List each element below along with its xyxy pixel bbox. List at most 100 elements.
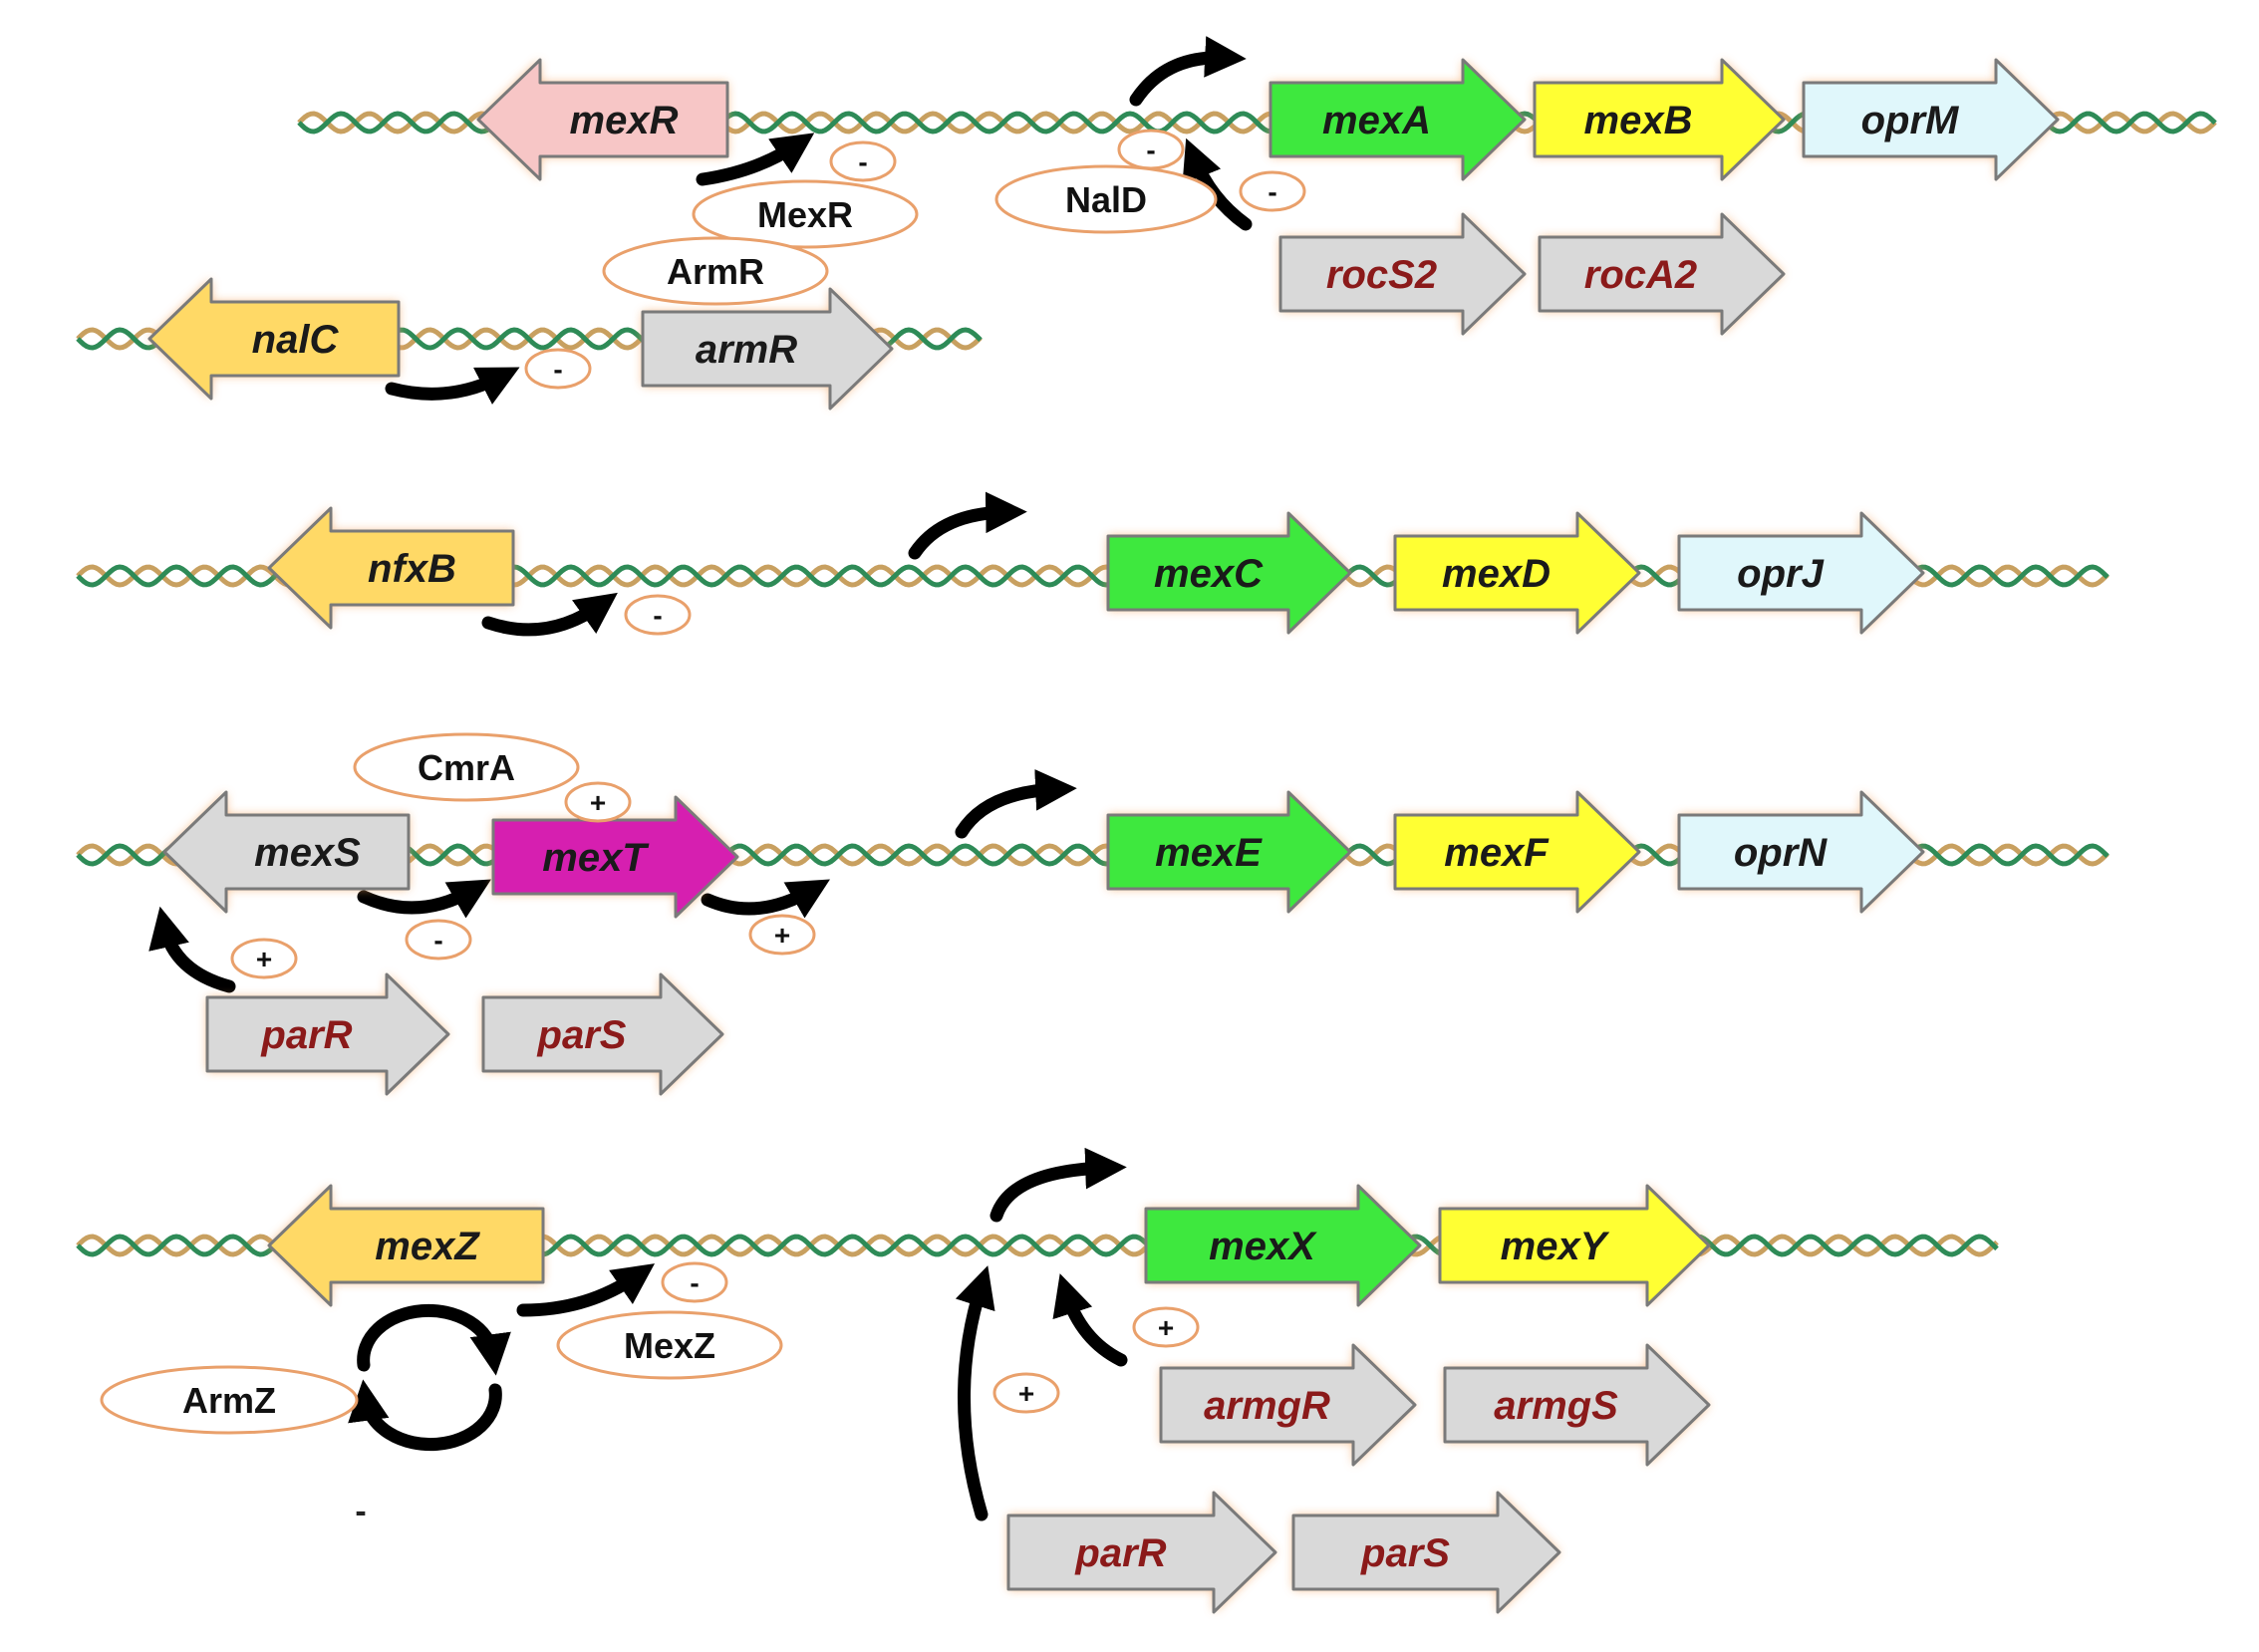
gene-oprj-label: oprJ xyxy=(1737,552,1824,596)
sign-minus-4: - xyxy=(524,348,592,390)
svg-text:+: + xyxy=(256,944,272,974)
gene-mexs: mexS xyxy=(162,790,411,914)
gene-armr-label: armR xyxy=(696,328,797,372)
sign-plus-8: + xyxy=(748,914,816,956)
cycle-arrow-bottom xyxy=(348,1379,502,1452)
protein-armr-label: ArmR xyxy=(667,251,764,292)
promoter-arrow-mexX xyxy=(989,1147,1127,1223)
sign-plus-9: + xyxy=(230,938,298,979)
protein-mexz: MexZ xyxy=(556,1310,783,1380)
gene-oprn: oprN xyxy=(1677,790,1925,914)
gene-pars2-label: parS xyxy=(1360,1531,1450,1575)
svg-text:-: - xyxy=(553,354,562,385)
svg-text:-: - xyxy=(433,925,442,956)
gene-pars1-label: parS xyxy=(537,1013,627,1057)
sign-minus-2: - xyxy=(1117,129,1185,170)
svg-text:+: + xyxy=(1018,1378,1034,1409)
protein-nald-label: NalD xyxy=(1065,179,1147,220)
gene-armgr-label: armgR xyxy=(1204,1384,1330,1428)
gene-mexd-label: mexD xyxy=(1442,552,1551,596)
gene-mexf-label: mexF xyxy=(1444,831,1550,875)
protein-mexr-label: MexR xyxy=(757,194,853,235)
regulation-signs: - - - - - + - + + - + + xyxy=(230,129,1306,1414)
gene-oprm: oprM xyxy=(1802,58,2060,181)
gene-mexe-label: mexE xyxy=(1155,831,1263,875)
gene-nalc: nalC xyxy=(147,277,401,401)
svg-text:+: + xyxy=(774,920,790,951)
gene-armgs-label: armgS xyxy=(1494,1384,1618,1428)
sign-minus-10: - xyxy=(661,1261,728,1303)
gene-nfxb: nfxB xyxy=(267,506,515,630)
gene-roca2-label: rocA2 xyxy=(1584,253,1697,297)
gene-armgr: armgR xyxy=(1159,1343,1417,1467)
sign-minus-1: - xyxy=(829,140,897,182)
gene-mexb-label: mexB xyxy=(1584,99,1693,142)
sign-plus-11: + xyxy=(1132,1306,1200,1348)
protein-armz: ArmZ xyxy=(100,1365,359,1435)
repression-arrow-mexZ xyxy=(516,1263,656,1317)
promoter-arrow-mexA xyxy=(1129,36,1247,107)
repression-arrow-mexS xyxy=(357,879,491,919)
gene-pars1: parS xyxy=(481,972,724,1096)
repression-arrow-nfxB xyxy=(481,592,618,637)
activation-arrow-armgR xyxy=(1052,1273,1128,1367)
gene-mexb: mexB xyxy=(1533,58,1786,181)
gene-mexr: mexR xyxy=(476,58,729,181)
gene-mexx: mexX xyxy=(1144,1184,1422,1307)
stray-dash-mark: - xyxy=(355,1493,366,1530)
gene-mexy-label: mexY xyxy=(1501,1225,1610,1268)
gene-mext-label: mexT xyxy=(542,836,650,880)
gene-parr2: parR xyxy=(1006,1491,1277,1614)
gene-mexc-label: mexC xyxy=(1154,552,1264,596)
gene-mexr-label: mexR xyxy=(570,99,679,142)
gene-mexe: mexE xyxy=(1106,790,1352,914)
activation-arrow-parR2 xyxy=(955,1265,995,1521)
svg-text:-: - xyxy=(858,146,867,177)
protein-mexr: MexR xyxy=(692,179,919,249)
svg-text:-: - xyxy=(690,1267,699,1298)
svg-text:-: - xyxy=(1146,135,1155,165)
svg-text:+: + xyxy=(590,787,606,818)
gene-mexa: mexA xyxy=(1269,58,1527,181)
gene-mexz-label: mexZ xyxy=(375,1225,480,1268)
activation-arrow-mexT xyxy=(701,879,830,919)
gene-mexd: mexD xyxy=(1393,511,1641,635)
protein-cmra: CmrA xyxy=(353,732,580,802)
protein-mexz-label: MexZ xyxy=(624,1325,715,1366)
gene-mexx-label: mexX xyxy=(1209,1225,1317,1268)
gene-parr1-label: parR xyxy=(260,1013,352,1057)
protein-nald: NalD xyxy=(994,164,1218,234)
repression-arrow-mexR xyxy=(696,133,815,186)
gene-armr: armR xyxy=(641,287,894,411)
gene-nalc-label: nalC xyxy=(252,318,340,362)
sign-minus-3: - xyxy=(1239,170,1306,212)
gene-rocs2-label: rocS2 xyxy=(1326,253,1437,297)
gene-oprm-label: oprM xyxy=(1861,99,1960,142)
gene-mexf: mexF xyxy=(1393,790,1641,914)
protein-armr: ArmR xyxy=(602,236,829,306)
protein-labels: MexR NalD ArmR CmrA MexZ ArmZ xyxy=(100,164,1218,1435)
svg-text:-: - xyxy=(1268,176,1276,207)
activation-arrow-parR1 xyxy=(148,906,236,993)
gene-armgs: armgS xyxy=(1443,1343,1711,1467)
sign-minus-7: - xyxy=(405,919,472,961)
gene-arrows: mexR mexA mexB oprM rocS2 rocA2 nalC armR nfxB me… xyxy=(147,58,2060,1614)
gene-mexc: mexC xyxy=(1106,511,1352,635)
svg-text:-: - xyxy=(653,600,662,631)
promoter-arrow-mexC xyxy=(908,491,1027,560)
gene-mexa-label: mexA xyxy=(1322,99,1431,142)
gene-nfxb-label: nfxB xyxy=(368,547,456,591)
repression-arrow-nalC xyxy=(385,367,520,405)
gene-parr2-label: parR xyxy=(1074,1531,1166,1575)
protein-armz-label: ArmZ xyxy=(182,1380,276,1421)
promoter-arrow-mexE xyxy=(955,769,1077,839)
gene-mexy: mexY xyxy=(1438,1184,1711,1307)
protein-cmra-label: CmrA xyxy=(418,747,515,788)
gene-pars2: parS xyxy=(1291,1491,1561,1614)
sign-plus-12: + xyxy=(992,1372,1060,1414)
cycle-arrow-top xyxy=(357,1303,511,1376)
gene-mexs-label: mexS xyxy=(254,831,361,875)
regulatory-arrows xyxy=(148,36,1253,1521)
gene-parr1: parR xyxy=(205,972,450,1096)
svg-text:+: + xyxy=(1158,1312,1174,1343)
